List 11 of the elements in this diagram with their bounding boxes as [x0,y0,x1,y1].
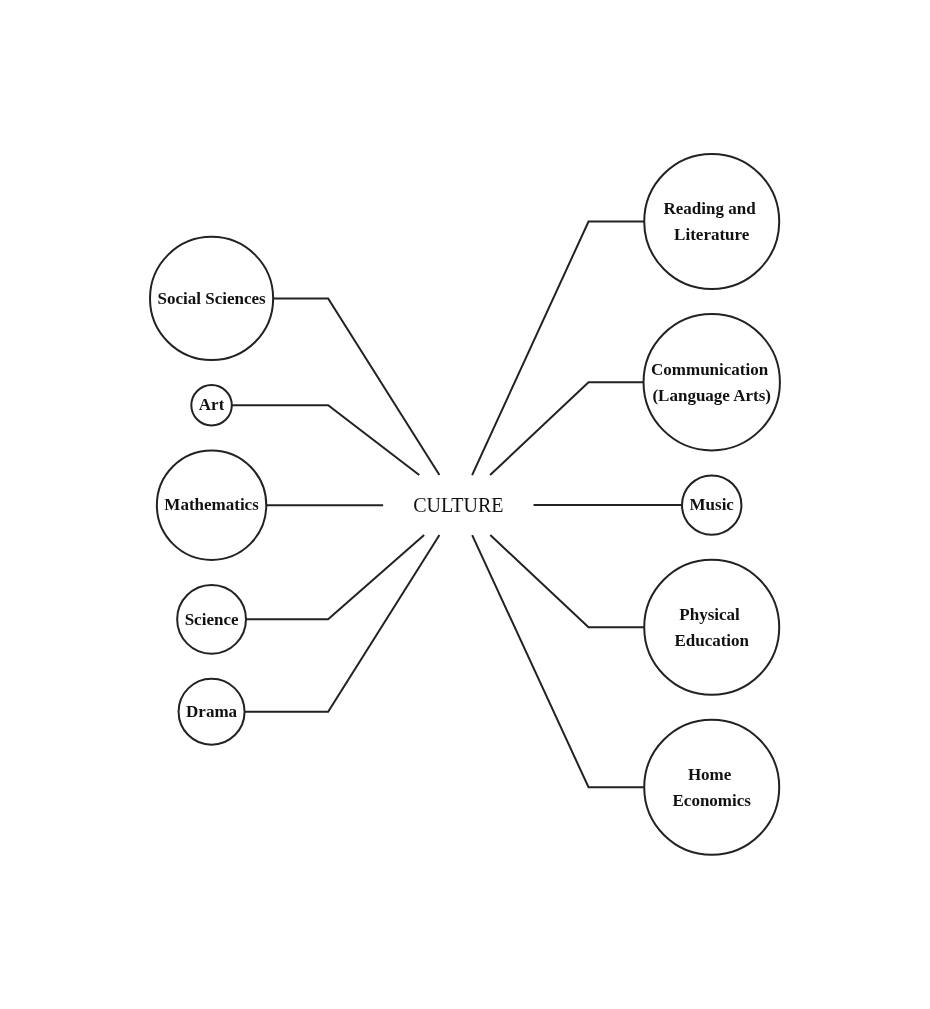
node-circle: Home Economics [643,718,781,856]
node-circle: Reading and Literature [643,153,781,291]
node-circle: Science [176,584,248,655]
node-circle: Social Sciences [149,235,275,362]
node-circle: Communication (Language Arts) [642,313,781,452]
node-circle: Music [681,474,743,536]
node-circle: Physical Education [643,558,781,696]
node-text: CULTURE [413,494,504,517]
node-circle: Art [190,384,233,427]
node-circle: Mathematics [155,449,268,561]
node-circle: Drama [177,677,246,746]
